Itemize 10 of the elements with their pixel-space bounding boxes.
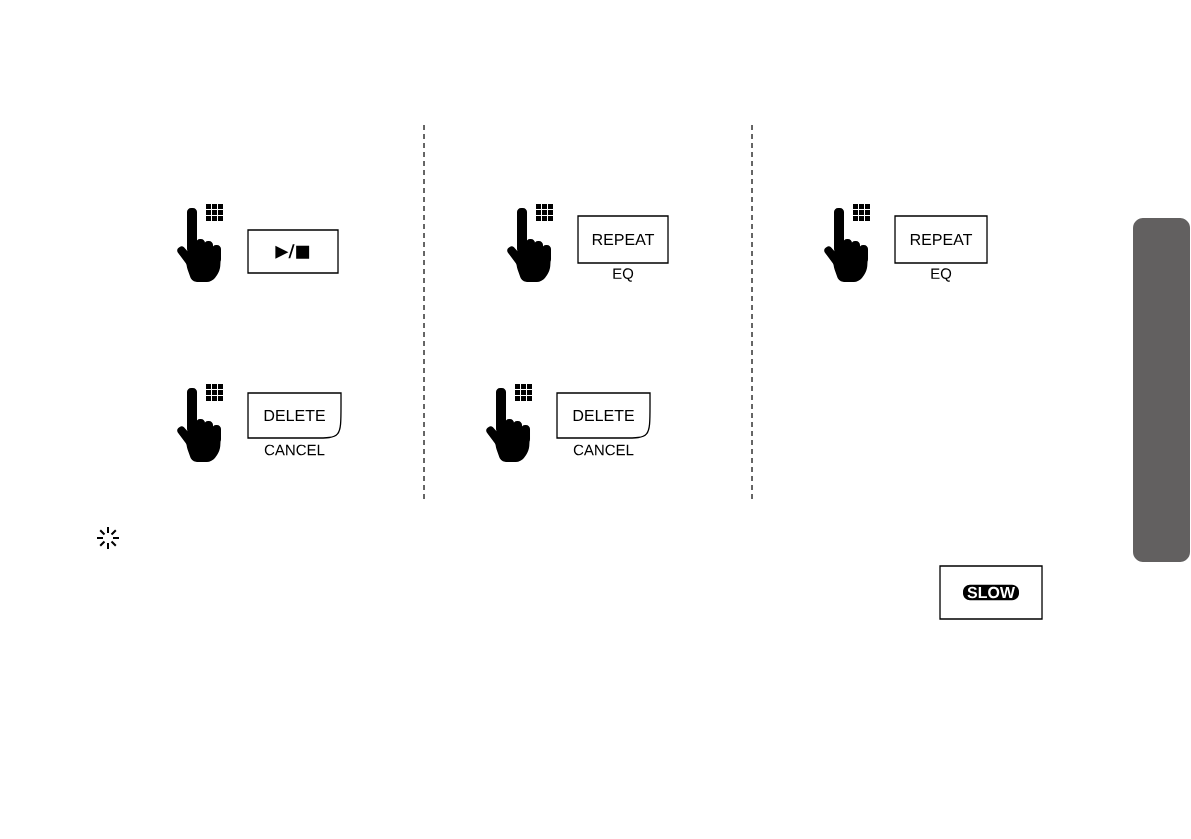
- button-drawing: SLOW: [939, 565, 1043, 620]
- button-caption: CANCEL: [264, 444, 325, 456]
- button-caption: EQ: [613, 268, 634, 282]
- button: ▶/■: [247, 229, 339, 274]
- button-caption: CANCEL: [573, 444, 634, 456]
- button-caption: EQ: [931, 268, 952, 282]
- button: DELETE: [556, 392, 651, 439]
- button: REPEAT: [577, 215, 669, 264]
- button: REPEAT: [894, 215, 988, 264]
- button: DELETE: [247, 392, 342, 439]
